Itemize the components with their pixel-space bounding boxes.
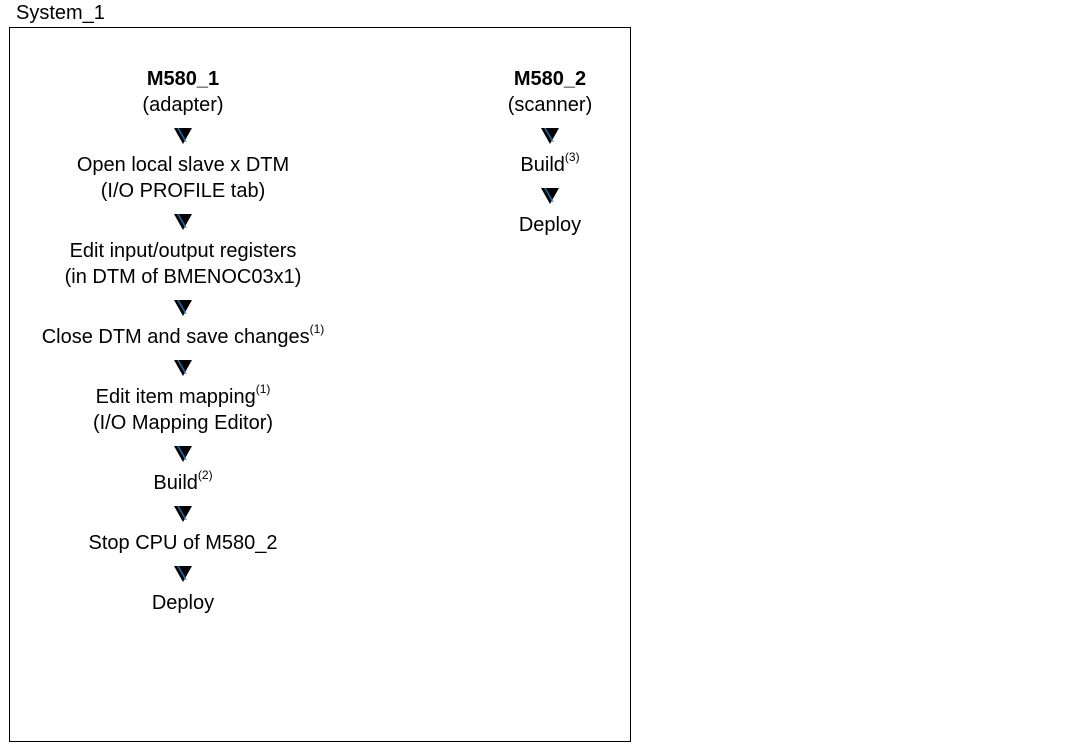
adapter-step-line: Edit item mapping(1) — [95, 382, 271, 408]
scanner-step-line: Build(3) — [520, 150, 580, 176]
adapter-step: Stop CPU of M580_2 — [8, 530, 358, 556]
adapter-column: M580_1 (adapter) Open local slave x DTM (… — [8, 66, 358, 616]
adapter-step: Open local slave x DTM (I/O PROFILE tab) — [8, 152, 358, 204]
scanner-role: (scanner) — [507, 94, 593, 116]
adapter-step-line: Edit input/output registers — [69, 240, 297, 262]
system-container — [9, 27, 631, 742]
adapter-step-line: Deploy — [151, 592, 215, 614]
adapter-step: Edit input/output registers (in DTM of BM… — [8, 238, 358, 290]
adapter-step-line: Build(2) — [153, 468, 213, 494]
scanner-column: M580_2 (scanner) Build(3) Deploy — [470, 66, 630, 238]
scanner-footnote-ref: (3) — [564, 150, 580, 165]
adapter-arrow-down-icon — [8, 436, 358, 470]
adapter-role: (adapter) — [142, 94, 224, 116]
scanner-arrow-down-icon — [470, 118, 630, 152]
adapter-step-line: Close DTM and save changes(1) — [41, 322, 325, 348]
adapter-step: Edit item mapping(1) (I/O Mapping Editor) — [8, 382, 358, 436]
adapter-arrow-down-icon — [8, 118, 358, 152]
adapter-step-line: Open local slave x DTM — [76, 154, 290, 176]
scanner-step: Deploy — [470, 212, 630, 238]
system-title: System_1 — [16, 2, 105, 24]
adapter-step-line: (I/O PROFILE tab) — [100, 180, 266, 202]
scanner-arrow-down-icon — [470, 178, 630, 212]
adapter-step-line: (in DTM of BMENOC03x1) — [64, 266, 302, 288]
adapter-arrow-down-icon — [8, 496, 358, 530]
adapter-name: M580_1 — [146, 68, 220, 90]
adapter-arrow-down-icon — [8, 290, 358, 324]
adapter-footnote-ref: (1) — [309, 322, 325, 337]
adapter-step: Deploy — [8, 590, 358, 616]
adapter-step: Close DTM and save changes(1) — [8, 322, 358, 350]
adapter-arrow-down-icon — [8, 204, 358, 238]
adapter-step-line: (I/O Mapping Editor) — [92, 412, 274, 434]
adapter-arrow-down-icon — [8, 556, 358, 590]
adapter-step: Build(2) — [8, 468, 358, 496]
adapter-step-line: Stop CPU of M580_2 — [88, 532, 278, 554]
adapter-arrow-down-icon — [8, 350, 358, 384]
adapter-footnote-ref: (1) — [255, 382, 271, 397]
adapter-steps: Open local slave x DTM (I/O PROFILE tab) E… — [8, 118, 358, 616]
scanner-steps: Build(3) Deploy — [470, 118, 630, 238]
adapter-footnote-ref: (2) — [197, 468, 213, 483]
scanner-step: Build(3) — [470, 150, 630, 178]
scanner-name: M580_2 — [513, 68, 587, 90]
scanner-step-line: Deploy — [518, 214, 582, 236]
